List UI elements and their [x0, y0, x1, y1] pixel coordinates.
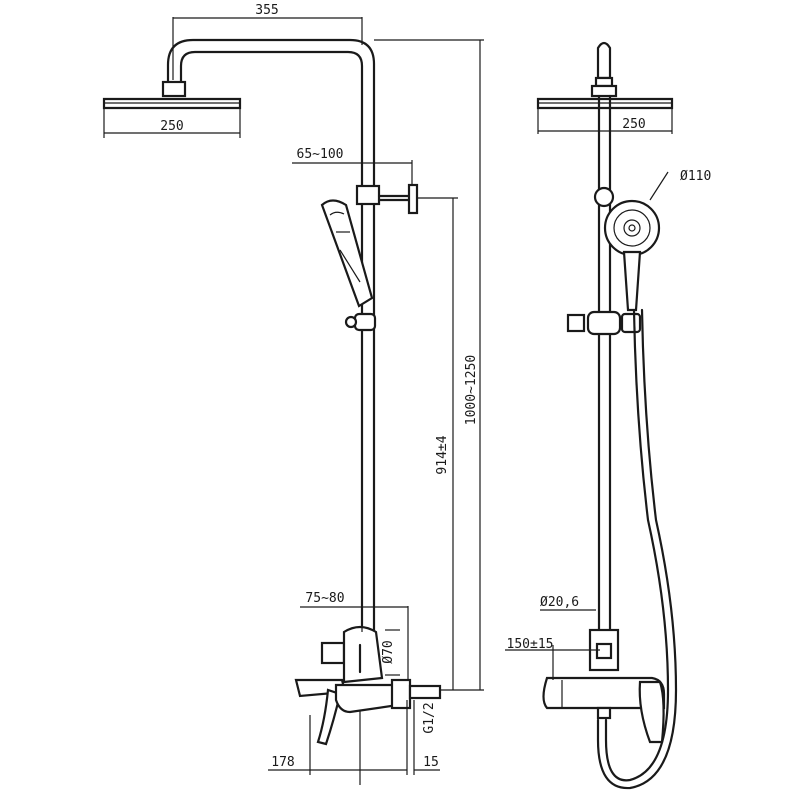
arm-reach-dimension: 355 — [172, 3, 363, 80]
total-height-dimension: 1000~1250 — [374, 39, 484, 691]
bracket-depth-label: 65~100 — [297, 147, 344, 162]
front-shower-head: 250 — [536, 84, 674, 134]
thread-length-label: 15 — [423, 755, 439, 770]
bottom-dimensions: 178 15 — [268, 700, 440, 775]
mixer-depth-label: 75~80 — [305, 591, 344, 606]
mixer-valve-side: 75~80 Ø70 — [300, 591, 409, 690]
riser-diameter-label: Ø20,6 — [540, 595, 579, 610]
arm-reach-label: 355 — [255, 3, 278, 18]
side-view: 355 250 1000~1250 — [102, 3, 484, 785]
riser-diameter-dimension: Ø20,6 — [540, 595, 596, 611]
overhead-arm — [166, 38, 376, 642]
inlet-spacing-label: 150±15 — [507, 637, 554, 652]
total-height-label: 1000~1250 — [464, 355, 479, 425]
shower-head: 250 — [102, 97, 242, 138]
front-wall-bracket — [593, 186, 615, 208]
mixer-diameter-label: Ø70 — [381, 640, 396, 663]
head-diameter-label: 250 — [160, 119, 183, 134]
front-arm-stub — [596, 41, 612, 80]
inlet-to-bracket-dimension: 914±4 — [435, 197, 458, 690]
inlet-to-bracket-label: 914±4 — [435, 435, 450, 474]
front-view: 250 Ø110 Ø20,6 — [505, 41, 711, 790]
spout-side: G1/2 — [294, 678, 442, 785]
thread-label: G1/2 — [422, 702, 437, 733]
wall-bracket: 65~100 — [292, 147, 440, 215]
shower-head-connector — [161, 80, 187, 98]
slide-bar-holder — [566, 310, 642, 336]
hand-shower-face: Ø110 — [603, 169, 711, 312]
spout-projection-label: 178 — [271, 755, 294, 770]
front-head-diameter-label: 250 — [622, 117, 645, 132]
shower-hose — [604, 308, 670, 782]
mixer-valve-front: 150±15 — [505, 628, 666, 744]
hand-shower-side — [320, 199, 377, 332]
hand-shower-diameter-label: Ø110 — [680, 169, 711, 184]
overhead-arm-inner — [179, 50, 364, 642]
